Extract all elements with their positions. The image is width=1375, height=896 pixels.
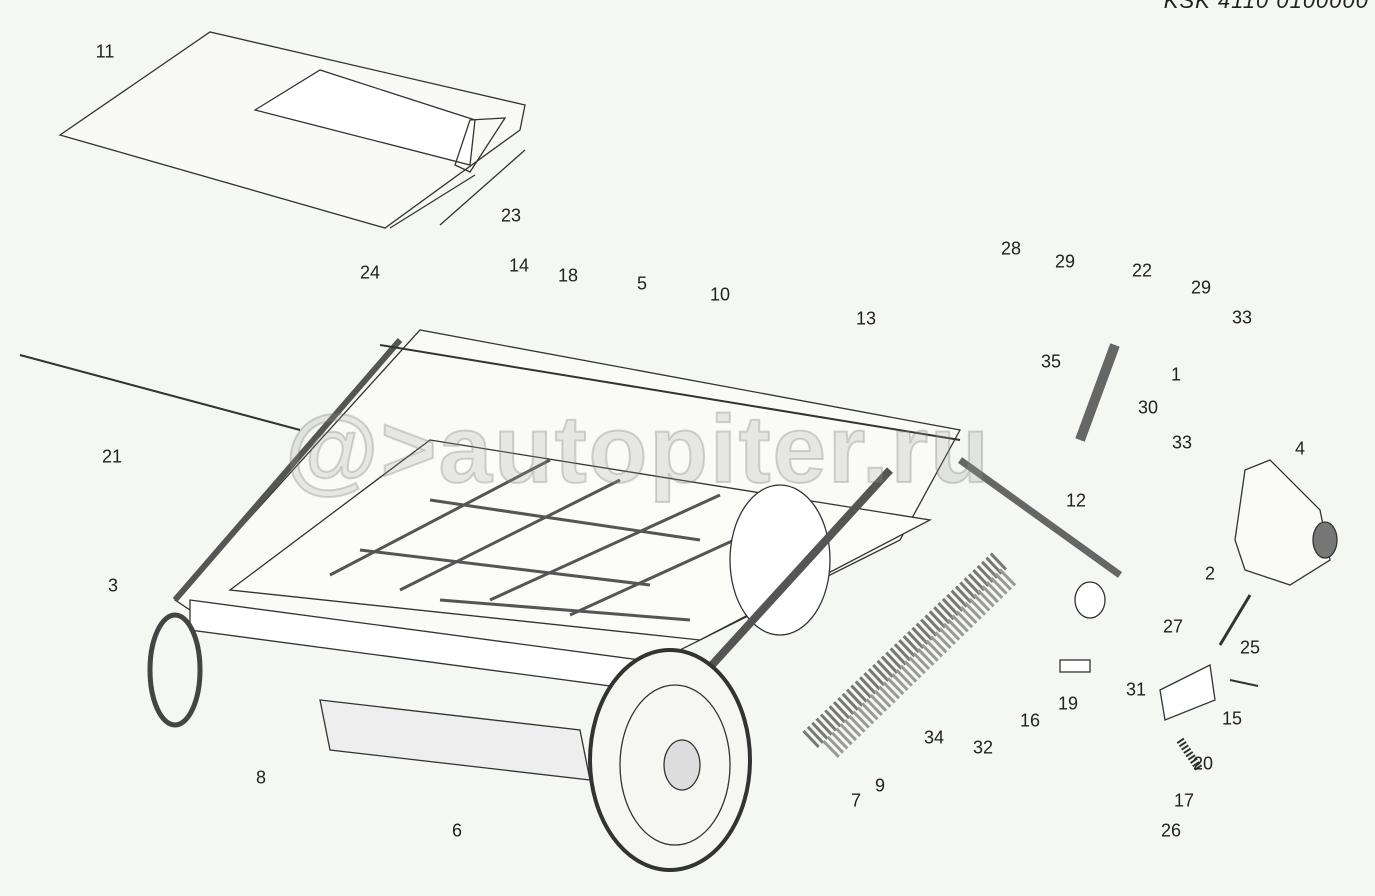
part-label: 10 [709, 284, 731, 305]
part-label: 18 [557, 265, 579, 286]
gearbox-4 [1234, 459, 1338, 586]
part-label: 22 [1131, 260, 1153, 281]
part-label: 16 [1019, 710, 1041, 731]
part-label: 29 [1190, 277, 1212, 298]
part-label: 19 [1057, 693, 1079, 714]
part-label: 1 [1170, 364, 1182, 385]
drawing-code: KSK 4110 0100000 [1163, 0, 1369, 13]
part-label: 12 [1065, 490, 1087, 511]
springs [802, 552, 1018, 758]
part-label: 24 [359, 262, 381, 283]
wheel [588, 648, 752, 872]
part-label: 9 [874, 775, 886, 796]
part-label: 5 [636, 273, 648, 294]
part-label: 30 [1137, 397, 1159, 418]
part-label: 6 [451, 820, 463, 841]
part-label: 8 [255, 767, 267, 788]
part-label: 23 [500, 205, 522, 226]
drum [677, 467, 893, 703]
part-label: 11 [95, 41, 115, 62]
part-label: 32 [972, 737, 994, 758]
part-label: 28 [1000, 238, 1022, 259]
part-label: 27 [1162, 616, 1184, 637]
part-label: 35 [1040, 351, 1062, 372]
part-label: 14 [508, 255, 530, 276]
cylinder-30 [957, 343, 1123, 578]
watermark: @>autopiter.ru [284, 395, 991, 504]
part-label: 34 [923, 727, 945, 748]
part-label: 21 [101, 446, 123, 467]
rod-21 [19, 354, 301, 431]
part-label: 2 [1204, 563, 1216, 584]
part-label: 33 [1231, 307, 1253, 328]
part-label: 7 [850, 790, 862, 811]
part-label: 13 [855, 308, 877, 329]
part-label: 29 [1054, 251, 1076, 272]
part-label: 15 [1221, 708, 1243, 729]
part-label: 20 [1192, 753, 1214, 774]
part-label: 26 [1160, 820, 1182, 841]
part-label: 17 [1173, 790, 1195, 811]
part-label: 33 [1171, 432, 1193, 453]
small-parts [1059, 581, 1259, 773]
part-label: 31 [1125, 679, 1147, 700]
part-label: 3 [107, 575, 119, 596]
cover-panel [58, 31, 526, 229]
part-label: 25 [1239, 637, 1261, 658]
part-label: 4 [1294, 438, 1306, 459]
